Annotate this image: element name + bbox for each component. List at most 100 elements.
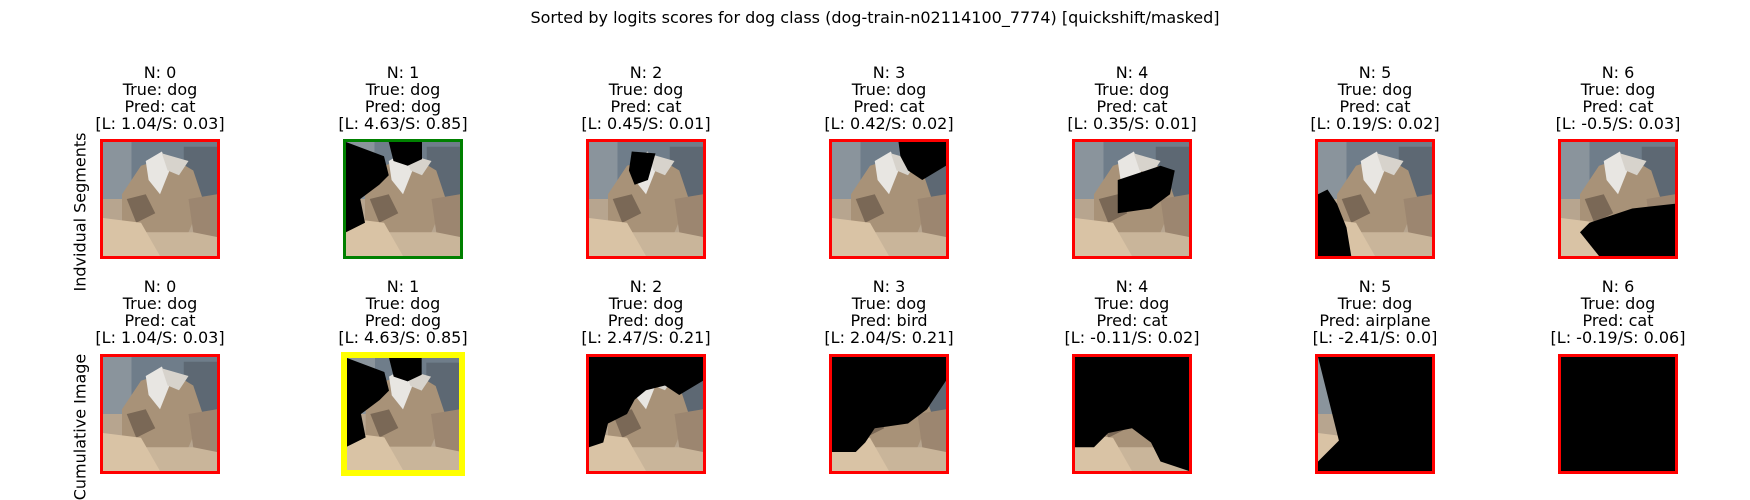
true-label: True: dog [1337,80,1413,99]
score-label: [L: 1.04/S: 0.03] [95,114,225,133]
pred-label: Pred: cat [124,97,196,116]
thumbnail-cumulative-1 [341,352,465,476]
score-label: [L: 4.63/S: 0.85] [338,114,468,133]
panel-n-label: N: 3 [872,277,906,296]
score-label: [L: -0.11/S: 0.02] [1064,328,1200,347]
pred-label: Pred: dog [364,97,442,116]
thumbnail-image [346,142,460,256]
thumbnail-image [832,357,946,471]
score-label: [L: -0.19/S: 0.06] [1550,328,1686,347]
pred-label: Pred: bird [850,311,928,330]
pred-label: Pred: cat [1582,97,1654,116]
true-label: True: dog [1580,294,1656,313]
pred-label: Pred: cat [1096,97,1168,116]
thumbnail-image [1318,357,1432,471]
thumbnail-segment-5 [1315,139,1435,259]
score-label: [L: 2.47/S: 0.21] [581,328,711,347]
score-label: [L: 0.19/S: 0.02] [1310,114,1440,133]
thumbnail-cumulative-2 [586,354,706,474]
score-label: [L: 4.63/S: 0.85] [338,328,468,347]
row-label-cumulative: Cumulative Image [70,353,90,500]
panel-n-label: N: 1 [386,277,420,296]
thumbnail-cumulative-3 [829,354,949,474]
pred-label: Pred: cat [853,97,925,116]
thumbnail-segment-3 [829,139,949,259]
pred-label: Pred: airplane [1319,311,1431,330]
score-label: [L: 0.45/S: 0.01] [581,114,711,133]
score-label: [L: 1.04/S: 0.03] [95,328,225,347]
thumbnail-segment-1 [343,139,463,259]
true-label: True: dog [122,80,198,99]
thumbnail-segment-4 [1072,139,1192,259]
thumbnail-image [1075,142,1189,256]
thumbnail-cumulative-0 [100,354,220,474]
thumbnail-image [103,142,217,256]
thumbnail-image [1075,357,1189,471]
true-label: True: dog [1580,80,1656,99]
pred-label: Pred: cat [610,97,682,116]
score-label: [L: -0.5/S: 0.03] [1555,114,1681,133]
thumbnail-image [1561,357,1675,471]
pred-label: Pred: cat [1339,97,1411,116]
thumbnail-segment-0 [100,139,220,259]
true-label: True: dog [608,80,684,99]
thumbnail-image [589,142,703,256]
score-label: [L: 2.04/S: 0.21] [824,328,954,347]
true-label: True: dog [122,294,198,313]
pred-label: Pred: cat [1582,311,1654,330]
true-label: True: dog [1094,80,1170,99]
panel-n-label: N: 3 [872,63,906,82]
score-label: [L: 0.35/S: 0.01] [1067,114,1197,133]
thumbnail-image [347,358,459,470]
true-label: True: dog [365,80,441,99]
thumbnail-cumulative-4 [1072,354,1192,474]
thumbnail-image [1318,142,1432,256]
thumbnail-image [832,142,946,256]
panel-n-label: N: 0 [143,63,177,82]
pred-label: Pred: dog [607,311,685,330]
true-label: True: dog [851,294,927,313]
score-label: [L: 0.42/S: 0.02] [824,114,954,133]
panel-n-label: N: 4 [1115,63,1149,82]
pred-label: Pred: cat [1096,311,1168,330]
panel-n-label: N: 2 [629,277,663,296]
thumbnail-image [589,357,703,471]
panel-n-label: N: 1 [386,63,420,82]
panel-n-label: N: 6 [1601,63,1635,82]
panel-n-label: N: 5 [1358,277,1392,296]
true-label: True: dog [365,294,441,313]
thumbnail-image [1561,142,1675,256]
thumbnail-cumulative-6 [1558,354,1678,474]
thumbnail-cumulative-5 [1315,354,1435,474]
panel-n-label: N: 0 [143,277,177,296]
row-label-individual: Indvidual Segments [70,132,90,292]
panel-n-label: N: 2 [629,63,663,82]
thumbnail-image [103,357,217,471]
panel-n-label: N: 5 [1358,63,1392,82]
thumbnail-segment-2 [586,139,706,259]
score-label: [L: -2.41/S: 0.0] [1312,328,1438,347]
true-label: True: dog [608,294,684,313]
true-label: True: dog [1094,294,1170,313]
true-label: True: dog [851,80,927,99]
true-label: True: dog [1337,294,1413,313]
thumbnail-segment-6 [1558,139,1678,259]
pred-label: Pred: dog [364,311,442,330]
panel-n-label: N: 6 [1601,277,1635,296]
pred-label: Pred: cat [124,311,196,330]
figure-title: Sorted by logits scores for dog class (d… [530,8,1220,27]
panel-n-label: N: 4 [1115,277,1149,296]
